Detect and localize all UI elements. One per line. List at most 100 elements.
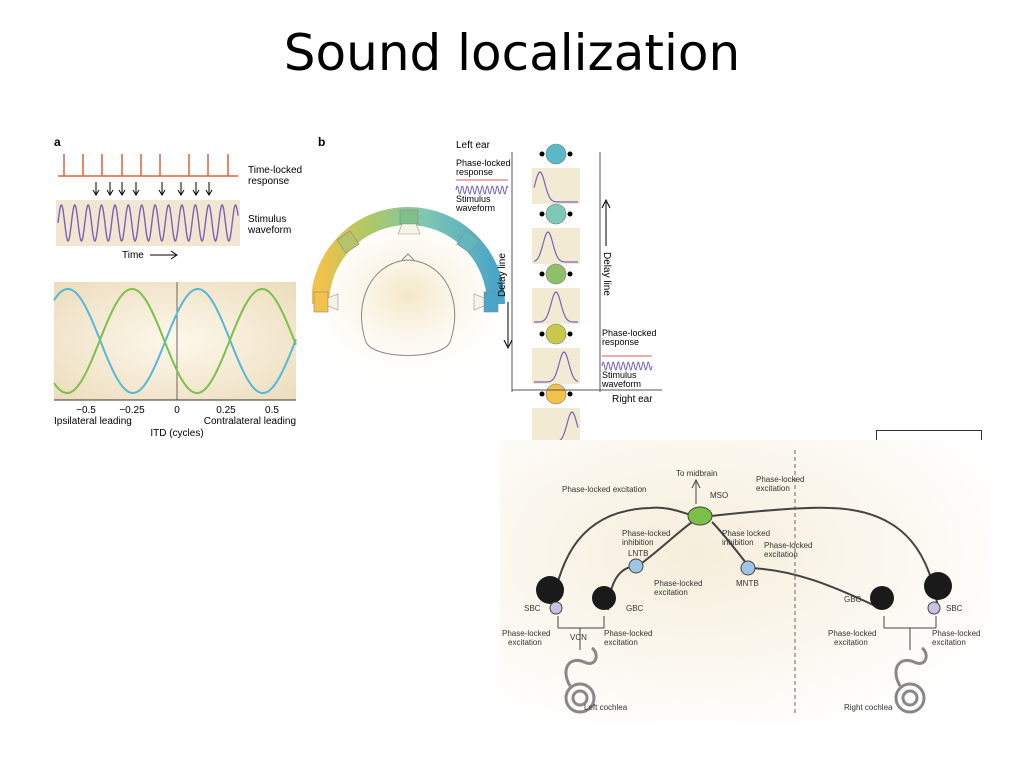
detector-neuron — [545, 323, 567, 345]
detector-neuron — [545, 263, 567, 285]
sbc-right-cell — [927, 601, 941, 615]
panel-a-figure: a Time-locked response Stimulus waveform… — [53, 135, 305, 439]
arrow-mark — [132, 182, 140, 196]
arrow-mark — [205, 182, 213, 196]
tick-label: −0.5 — [76, 405, 96, 416]
tuning-curve-box — [532, 168, 580, 204]
delay-arrow-right — [601, 198, 611, 246]
midbrain-arrow — [691, 478, 701, 504]
speaker-cone — [327, 223, 485, 311]
head-outline — [361, 259, 456, 356]
detector-neuron — [545, 383, 567, 405]
tuning-curve-box — [532, 408, 580, 442]
mntb-nucleus — [740, 560, 756, 576]
mso-nucleus — [687, 506, 713, 526]
speaker-icon — [456, 230, 480, 254]
speaker-icon — [313, 291, 329, 313]
itd-curve-blue — [53, 288, 297, 394]
tick-label: −0.25 — [119, 405, 145, 416]
itd-plot-bg — [54, 282, 296, 400]
pl-exc-left-label: Phase-locked excitation — [562, 485, 647, 494]
detector-neuron — [545, 143, 567, 165]
sbc-left-cell — [549, 601, 563, 615]
itd-axis-label: ITD (cycles) — [150, 428, 203, 439]
ipsilateral-label: Ipsilateral leading — [54, 416, 132, 427]
panel-a-label: a — [54, 135, 61, 149]
delay-arrow-left — [503, 302, 513, 350]
coincidence-detectors — [532, 143, 580, 442]
speakers — [313, 209, 499, 313]
speaker-icon — [336, 230, 360, 254]
stimulus-bottom-trace — [601, 361, 653, 371]
right-cochlea-label: Right cochlea — [844, 703, 893, 712]
right-cochlea-shape — [894, 646, 928, 714]
vcn-label: VCN — [570, 633, 587, 642]
to-midbrain-label: To midbrain — [676, 469, 717, 478]
left-cochlea-shape — [564, 646, 598, 714]
cochlear-nerve-left — [557, 616, 605, 650]
stimulus-waveform — [57, 204, 239, 242]
delay-line-label-left: Delay line — [497, 253, 508, 297]
tick-label: 0.25 — [216, 405, 236, 416]
time-arrow — [150, 250, 178, 260]
speaker-icon — [483, 291, 499, 313]
circuit-diagram: To midbrain MSO Phase-locked excitation … — [500, 440, 990, 722]
tick-label: 0 — [174, 405, 180, 416]
sbc-left-label: SBC — [524, 604, 541, 613]
neuron-tufts — [536, 572, 952, 610]
left-cochlea-label: Left cochlea — [584, 703, 628, 712]
arrow-mark — [177, 182, 185, 196]
contralateral-label: Contralateral leading — [204, 416, 296, 427]
time-label: Time — [122, 250, 144, 261]
arrow-mark — [118, 182, 126, 196]
lntb-label: LNTB — [628, 549, 648, 558]
nose — [401, 253, 415, 261]
arrow-mark — [158, 182, 166, 196]
lntb-nucleus — [628, 558, 644, 574]
gbc-right-label: GBC — [844, 595, 862, 604]
gbc-left-label: GBC — [626, 604, 644, 613]
mntb-label: MNTB — [736, 579, 759, 588]
stimulus-label: Stimulus waveform — [247, 214, 291, 236]
head-glow — [312, 216, 518, 392]
tuning-curve — [534, 291, 578, 323]
cochlear-nerve-right — [883, 616, 937, 650]
tuning-curve-box — [532, 288, 580, 324]
mso-label: MSO — [710, 491, 728, 500]
arrow-mark — [92, 182, 100, 196]
left-ear-label: Left ear — [456, 140, 491, 151]
delay-line-label-right: Delay line — [601, 252, 612, 296]
time-locked-label: Time-locked response — [248, 165, 305, 187]
time-locked-spikes — [63, 154, 229, 176]
stimulus-top-trace — [455, 185, 509, 195]
tuning-curve-box — [532, 228, 580, 264]
arrow-mark — [106, 182, 114, 196]
speaker-icon — [399, 209, 419, 225]
spike-arrows — [92, 182, 213, 196]
tick-label: 0.5 — [265, 405, 279, 416]
tuning-curve — [534, 351, 579, 383]
tuning-curve-box — [532, 348, 580, 384]
arrow-mark — [192, 182, 200, 196]
sbc-right-label: SBC — [946, 604, 963, 613]
itd-ticks: −0.5 −0.25 0 0.25 0.5 — [76, 405, 279, 416]
detector-neuron — [545, 203, 567, 225]
tuning-curve — [533, 231, 578, 263]
right-ear-label: Right ear — [612, 394, 653, 405]
tuning-curve — [533, 171, 578, 203]
panel-b-label: b — [318, 135, 325, 149]
